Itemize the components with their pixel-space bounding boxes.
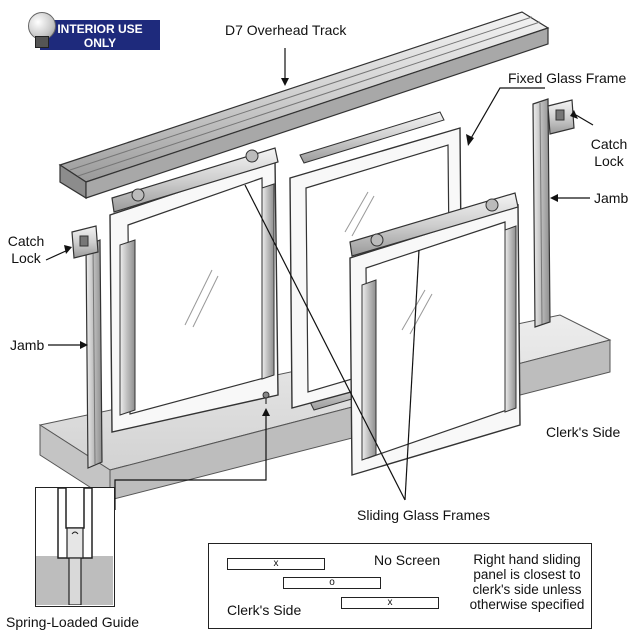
badge-box: INTERIOR USE ONLY [40,20,160,50]
legend-bar-rear: x [227,558,325,570]
right-catch-lock [547,99,575,135]
right-jamb [532,98,551,328]
badge-line-2: ONLY [42,36,158,50]
spring-guide-label: Spring-Loaded Guide [6,614,140,630]
left-catch-lock-label-1: Catch [7,233,45,249]
right-jamb-label: Jamb [594,190,629,206]
legend-note-line-2: panel is closest to [473,567,581,582]
leader-lines [45,48,594,510]
legend-note-line-3: clerk's side unless [472,582,582,597]
spring-guide-inset [35,487,115,607]
light-bulb-base-icon [35,36,49,48]
sliding-frames-label: Sliding Glass Frames [357,507,491,523]
left-jamb [85,239,103,469]
overhead-track [58,11,550,200]
guide-pin [262,391,270,404]
light-bulb-icon [28,12,56,40]
left-jamb-label: Jamb [10,337,45,353]
legend-bar-front: x [341,597,439,609]
legend-note-line-1: Right hand sliding [473,552,581,567]
track-label: D7 Overhead Track [225,22,347,38]
legend-note: Right hand sliding panel is closest to c… [463,552,591,612]
legend-box: x o x No Screen Clerk's Side Right hand … [208,543,592,629]
interior-use-badge: INTERIOR USE ONLY [10,8,160,52]
right-sliding-frame [349,192,521,476]
legend-bar-middle: o [283,577,381,589]
spring-guide-drawing [36,488,113,605]
left-sliding-frame [109,147,279,433]
clerks-side-label: Clerk's Side [546,424,621,440]
legend-clerks-side: Clerk's Side [227,602,302,618]
right-catch-lock-label-1: Catch [590,136,628,152]
left-catch-lock-label-2: Lock [11,250,41,266]
legend-no-screen: No Screen [374,552,441,568]
fixed-frame-label: Fixed Glass Frame [508,70,627,86]
right-catch-lock-label-2: Lock [594,153,624,169]
left-catch-lock [71,225,99,259]
badge-line-1: INTERIOR USE [57,22,143,36]
legend-note-line-4: otherwise specified [469,597,585,612]
